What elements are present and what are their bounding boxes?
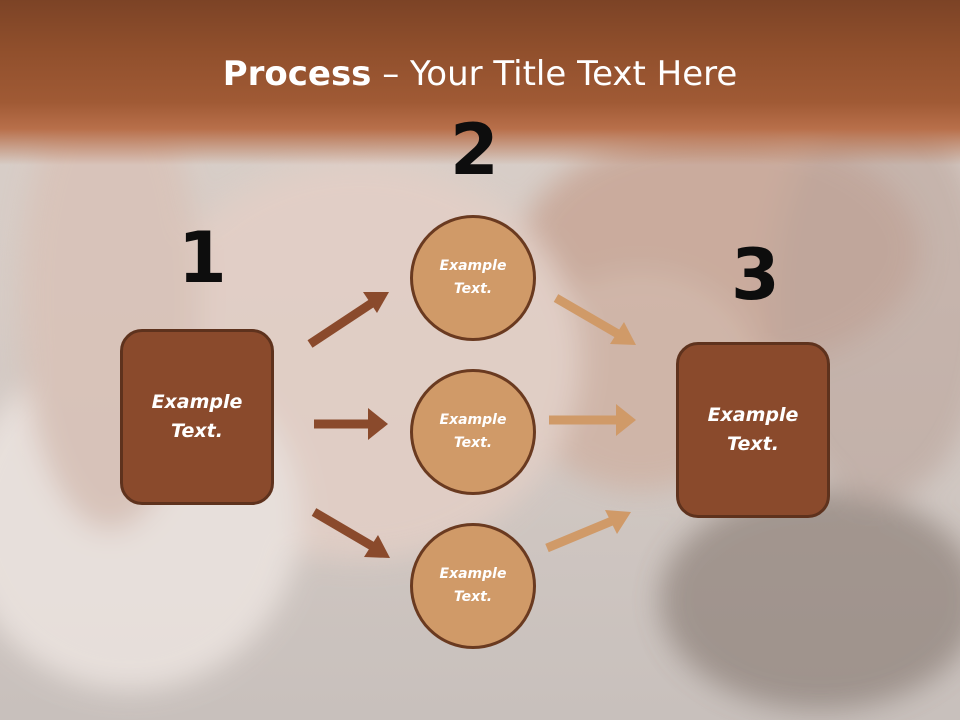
arrow-left-down [311,508,390,558]
arrow-right-mid [549,404,636,436]
title-rest: – Your Title Text Here [371,54,738,94]
circle-bottom-line2: Text. [453,589,493,605]
circle-middle-line2: Text. [453,435,493,451]
step-number-2: 2 [450,109,499,191]
arrow-right-up [545,510,631,553]
circle-top-line1: Example [439,258,507,274]
title-band [0,0,960,165]
circle-middle-line1: Example [439,412,507,428]
slide-title: Process – Your Title Text Here [0,52,960,96]
step1-box: Example Text. [120,329,274,505]
title-bold: Process [222,54,372,94]
step3-box-line2: Text. [727,433,779,455]
arrow-left-mid [314,408,388,440]
arrow-left-up [307,292,389,348]
step1-box-line2: Text. [171,420,223,442]
step-number-3: 3 [731,234,780,316]
circle-top-line2: Text. [453,281,493,297]
step3-box-line1: Example [707,404,799,426]
step1-box-line1: Example [151,391,243,413]
step-number-1: 1 [178,217,227,299]
step2-circle-top: Example Text. [410,215,536,341]
step3-box: Example Text. [676,342,830,518]
step2-circle-bottom: Example Text. [410,523,536,649]
arrow-right-down [553,294,636,345]
circle-bottom-line1: Example [439,566,507,582]
step2-circle-middle: Example Text. [410,369,536,495]
